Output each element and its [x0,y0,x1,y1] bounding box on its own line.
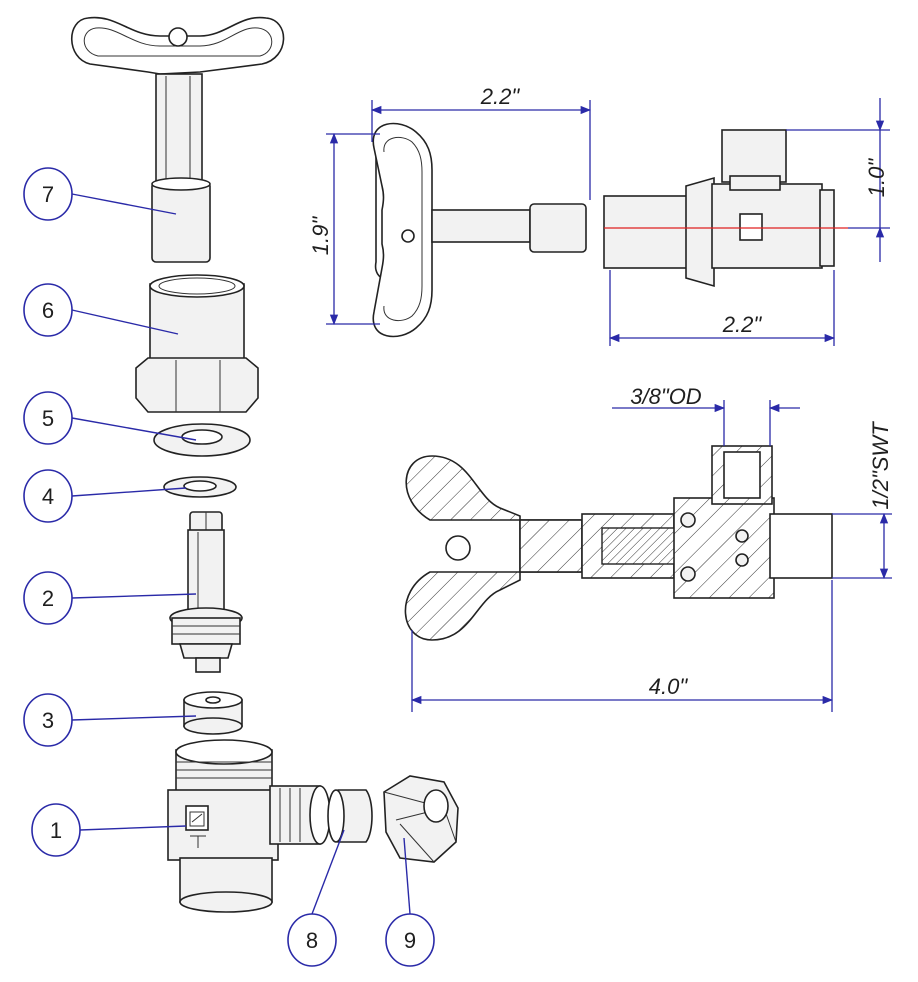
section-view [404,445,833,641]
dim-key-height: 1.9" [308,132,380,326]
callout-8-label: 8 [306,928,318,953]
callout-1: 1 [31,803,187,857]
dim-swt: 1/2"SWT [832,421,893,580]
dim-label-od: 3/8"OD [630,384,702,409]
callout-6-label: 6 [42,298,54,323]
part-8-cap [327,789,373,843]
part-6-bonnet-nut [135,274,259,413]
dim-valve-width: 2.2" [608,270,836,346]
dim-label-key-height: 1.9" [308,216,333,256]
callout-5: 5 [23,391,197,445]
key-side-view [372,122,587,338]
valve-side-view [603,129,848,288]
callout-2: 2 [23,571,197,625]
callout-3: 3 [23,693,197,747]
callout-5-label: 5 [42,406,54,431]
dim-label-overall-length: 4.0" [649,674,689,699]
dim-overall-length: 4.0" [410,580,834,712]
part-3-seat-washer [183,691,243,735]
dim-label-swt: 1/2"SWT [868,421,893,510]
part-4-thin-washer [163,476,237,498]
dim-od: 3/8"OD [612,384,800,446]
part-5-washer [153,423,251,457]
callout-2-label: 2 [42,586,54,611]
callout-7: 7 [23,167,177,221]
dim-valve-height: 1.0" [786,98,890,262]
dim-label-key-width: 2.2" [480,84,521,109]
callout-7-label: 7 [42,182,54,207]
callout-3-label: 3 [42,708,54,733]
callout-9-label: 9 [404,928,416,953]
callout-9: 9 [385,837,435,967]
dim-label-valve-height: 1.0" [864,158,889,198]
dim-label-valve-width: 2.2" [722,312,763,337]
callout-4-label: 4 [42,484,54,509]
part-1-valve-body [167,739,331,913]
callout-8: 8 [287,829,345,967]
callout-1-label: 1 [50,818,62,843]
part-9-compression-nut [383,775,459,863]
part-7-key [70,16,285,263]
dim-key-width: 2.2" [370,84,592,200]
callout-4: 4 [23,469,187,523]
part-2-stem [169,511,243,673]
callout-6: 6 [23,283,179,337]
